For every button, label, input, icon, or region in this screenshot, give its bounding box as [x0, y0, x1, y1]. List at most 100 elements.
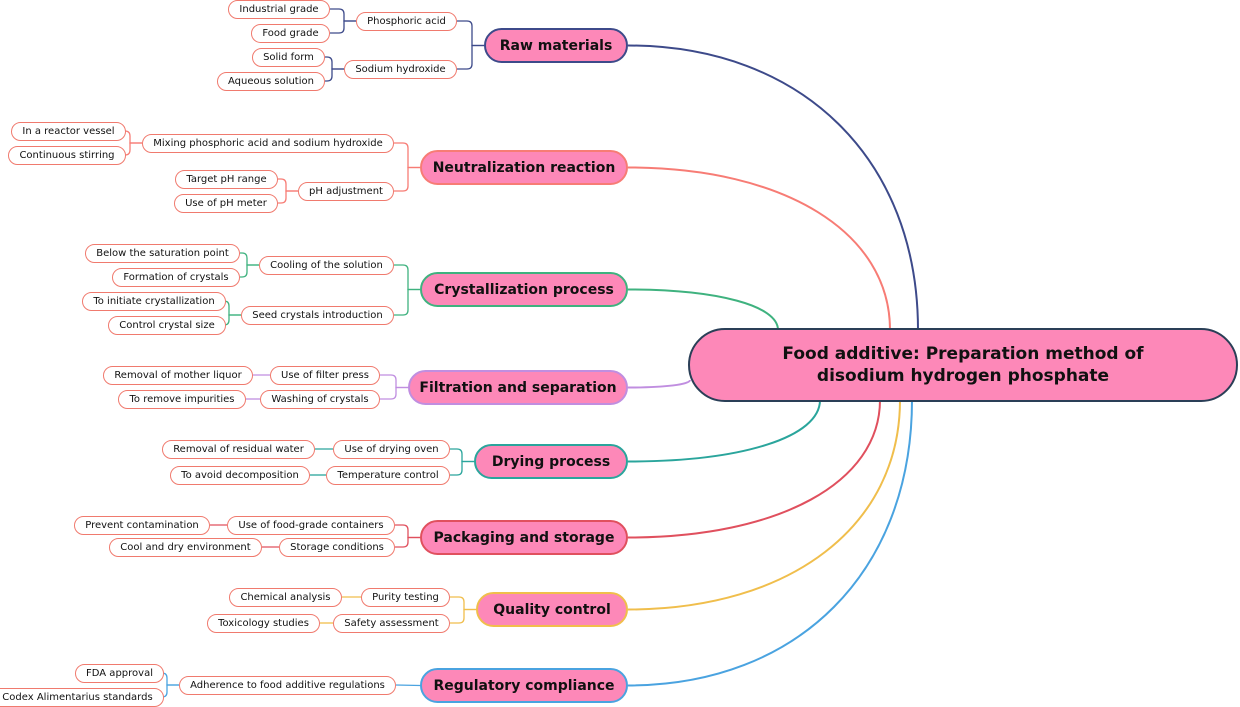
detail-topic[interactable]: To remove impurities [118, 389, 246, 409]
subtopic[interactable]: Cooling of the solution [259, 255, 394, 275]
detail-topic[interactable]: Cool and dry environment [109, 537, 262, 557]
subtopic-connector [457, 20, 484, 47]
subtopic[interactable]: Use of drying oven [333, 439, 450, 459]
subtopic[interactable]: Mixing phosphoric acid and sodium hydrox… [142, 133, 394, 153]
subtopic[interactable]: Use of food-grade containers [227, 515, 395, 535]
branch-connector [627, 166, 891, 331]
root-topic-label: Food additive: Preparation method of dis… [782, 344, 1144, 386]
subtopic-connector [450, 448, 474, 463]
detail-topic-label: Continuous stirring [19, 149, 115, 161]
detail-topic[interactable]: Target pH range [175, 169, 278, 189]
subtopic-connector [450, 608, 476, 624]
branch-2[interactable]: Neutralization reaction [420, 150, 628, 185]
detail-topic[interactable]: Control crystal size [108, 315, 226, 335]
root-topic[interactable]: Food additive: Preparation method of dis… [688, 328, 1238, 402]
branch-4[interactable]: Filtration and separation [408, 370, 628, 405]
detail-topic[interactable]: To initiate crystallization [82, 291, 226, 311]
detail-topic[interactable]: Use of pH meter [174, 193, 278, 213]
subtopic[interactable]: Adherence to food additive regulations [179, 675, 396, 695]
detail-connector [330, 20, 356, 34]
detail-topic-label: FDA approval [86, 667, 153, 679]
subtopic-connector [394, 288, 420, 316]
subtopic-label: Mixing phosphoric acid and sodium hydrox… [153, 137, 383, 149]
subtopic[interactable]: pH adjustment [298, 181, 394, 201]
branch-8[interactable]: Regulatory compliance [420, 668, 628, 703]
detail-topic-label: Codex Alimentarius standards [2, 691, 153, 703]
detail-connector [124, 130, 142, 144]
subtopic-label: Use of filter press [281, 369, 369, 381]
detail-topic[interactable]: Food grade [251, 23, 330, 43]
detail-connector [161, 672, 179, 686]
detail-topic[interactable]: Removal of mother liquor [103, 365, 253, 385]
detail-connector [223, 314, 241, 326]
branch-6[interactable]: Packaging and storage [420, 520, 628, 555]
detail-topic[interactable]: Chemical analysis [229, 587, 342, 607]
subtopic[interactable]: Use of filter press [270, 365, 380, 385]
subtopic[interactable]: Seed crystals introduction [241, 305, 394, 325]
detail-topic[interactable]: Removal of residual water [162, 439, 315, 459]
detail-connector [240, 252, 259, 266]
detail-connector [161, 684, 179, 698]
detail-topic[interactable]: Continuous stirring [8, 145, 126, 165]
detail-topic[interactable]: Prevent contamination [74, 515, 210, 535]
branch-6-label: Packaging and storage [433, 529, 615, 546]
subtopic-connector [395, 536, 420, 548]
detail-topic[interactable]: Aqueous solution [217, 71, 325, 91]
detail-topic-label: Prevent contamination [85, 519, 199, 531]
subtopic-label: Storage conditions [290, 541, 384, 553]
subtopic-connector [380, 386, 408, 400]
subtopic-connector [395, 524, 420, 539]
subtopic[interactable]: Storage conditions [279, 537, 395, 557]
detail-topic-label: Food grade [262, 27, 319, 39]
detail-connector [325, 56, 344, 70]
detail-topic-label: Solid form [263, 51, 314, 63]
detail-topic-label: To remove impurities [129, 393, 235, 405]
branch-5[interactable]: Drying process [474, 444, 628, 479]
detail-topic-label: Removal of residual water [173, 443, 304, 455]
detail-topic-label: To avoid decomposition [181, 469, 299, 481]
branch-1-label: Raw materials [499, 37, 613, 54]
branch-connector [627, 399, 881, 539]
subtopic-connector [450, 460, 474, 476]
detail-topic[interactable]: In a reactor vessel [11, 121, 126, 141]
subtopic-label: Safety assessment [344, 617, 439, 629]
branch-7-label: Quality control [493, 601, 611, 618]
detail-topic[interactable]: To avoid decomposition [170, 465, 310, 485]
detail-connector [278, 190, 298, 204]
detail-topic[interactable]: Below the saturation point [85, 243, 240, 263]
detail-topic[interactable]: Industrial grade [228, 0, 330, 19]
detail-topic[interactable]: Formation of crystals [112, 267, 240, 287]
branch-connector [627, 399, 821, 463]
detail-topic-label: Below the saturation point [96, 247, 229, 259]
subtopic-label: Use of food-grade containers [238, 519, 384, 531]
subtopic[interactable]: Purity testing [361, 587, 450, 607]
detail-connector [330, 8, 356, 22]
branch-4-label: Filtration and separation [419, 379, 617, 396]
subtopic-label: pH adjustment [309, 185, 383, 197]
branch-3-label: Crystallization process [434, 281, 614, 298]
subtopic-label: Purity testing [372, 591, 439, 603]
detail-topic-label: Target pH range [186, 173, 267, 185]
subtopic[interactable]: Phosphoric acid [356, 11, 457, 31]
subtopic[interactable]: Sodium hydroxide [344, 59, 457, 79]
detail-topic[interactable]: Solid form [252, 47, 325, 67]
subtopic-connector [457, 44, 484, 70]
branch-connector [627, 399, 901, 611]
detail-topic-label: Removal of mother liquor [114, 369, 242, 381]
branch-2-label: Neutralization reaction [432, 159, 616, 176]
subtopic-connector [380, 374, 408, 389]
detail-topic[interactable]: Toxicology studies [207, 613, 320, 633]
branch-connector [627, 399, 913, 687]
subtopic-connector [395, 684, 421, 687]
subtopic[interactable]: Washing of crystals [260, 389, 380, 409]
branch-3[interactable]: Crystallization process [420, 272, 628, 307]
detail-topic[interactable]: FDA approval [75, 663, 164, 683]
subtopic[interactable]: Safety assessment [333, 613, 450, 633]
branch-1[interactable]: Raw materials [484, 28, 628, 63]
subtopic[interactable]: Temperature control [326, 465, 450, 485]
subtopic-label: Use of drying oven [344, 443, 439, 455]
branch-7[interactable]: Quality control [476, 592, 628, 627]
subtopic-label: Cooling of the solution [270, 259, 383, 271]
detail-topic-label: Formation of crystals [123, 271, 229, 283]
